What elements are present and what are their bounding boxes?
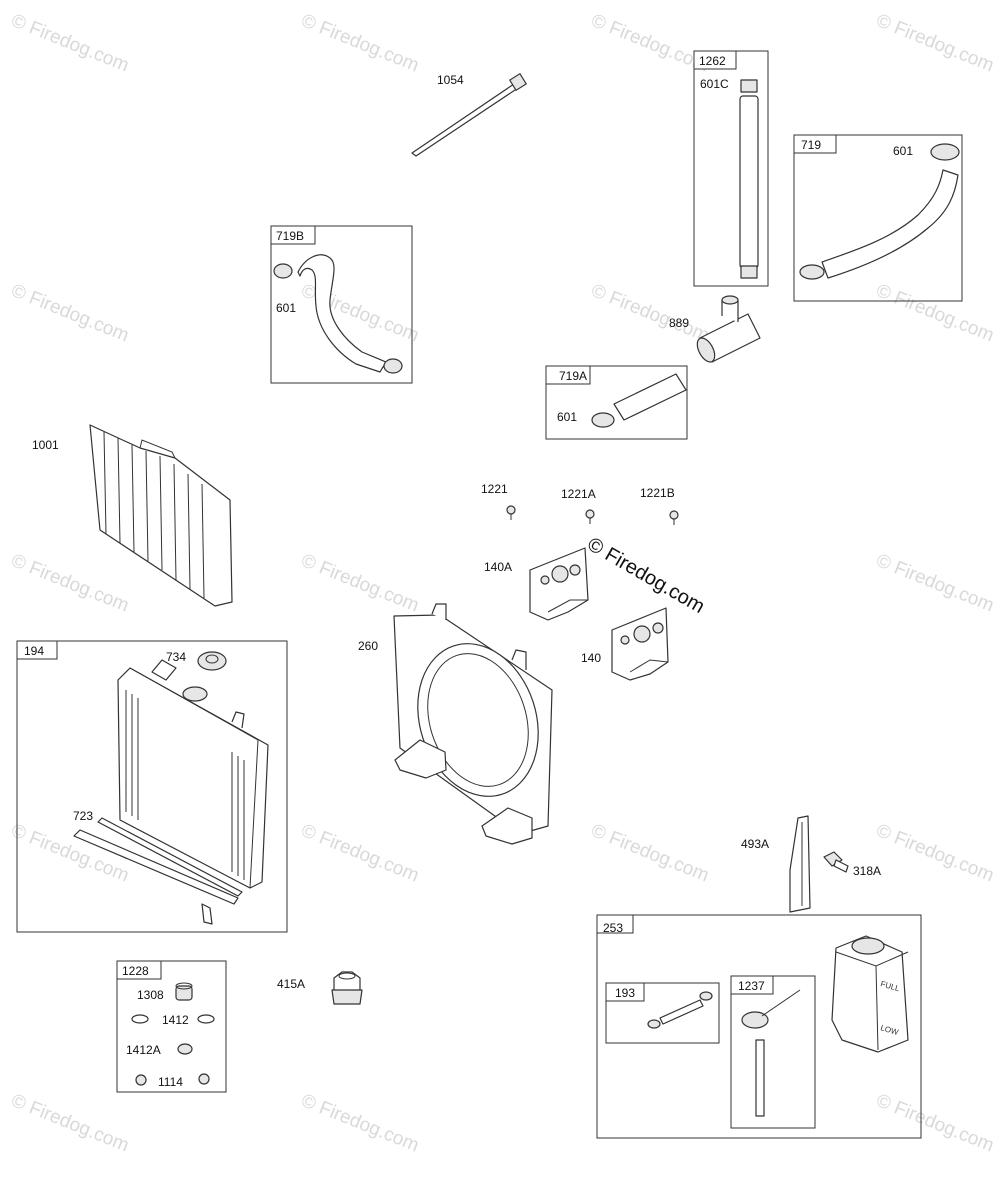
kit-box-1228: 1228 1308 1412 1412A 1114 [116, 960, 227, 1093]
part-889-tee-fitting: 889 [669, 295, 761, 363]
part-label: 1221 [481, 482, 508, 496]
part-label: 140 [581, 651, 601, 665]
part-label: 1221B [640, 486, 675, 500]
part-label: 1054 [437, 73, 464, 87]
part-label: 318A [853, 864, 881, 878]
kit-label: 193 [615, 986, 635, 1000]
watermark: © Firedog.com [873, 820, 997, 886]
watermark: © Firedog.com [873, 280, 997, 346]
part-415A-fitting: 415A [277, 971, 363, 1005]
part-label: 889 [669, 316, 689, 330]
kit-label: 194 [24, 644, 44, 658]
watermark: © Firedog.com [8, 1090, 132, 1156]
watermark: © Firedog.com [588, 280, 712, 346]
part-label: 734 [166, 650, 186, 664]
kit-label: 719B [276, 229, 304, 243]
part-label: 493A [741, 837, 769, 851]
watermark: © Firedog.com [873, 10, 997, 76]
part-label: 601 [276, 301, 296, 315]
watermark: © Firedog.com [298, 550, 422, 616]
part-label: 1114 [158, 1075, 183, 1089]
watermark: © Firedog.com [298, 1090, 422, 1156]
watermark: © Firedog.com [873, 550, 997, 616]
part-140-bracket: 140 [581, 607, 669, 681]
part-label: 1001 [32, 438, 59, 452]
kit-box-194: 194 734 723 [16, 640, 288, 933]
kit-label: 719A [559, 369, 587, 383]
part-140A-bracket: 140A [484, 547, 589, 621]
kit-label: 1237 [738, 979, 765, 993]
kit-label: 1228 [122, 964, 149, 978]
watermark: © Firedog.com [298, 10, 422, 76]
watermark: © Firedog.com [8, 10, 132, 76]
watermark: © Firedog.com [8, 550, 132, 616]
watermark: © Firedog.com [588, 10, 712, 76]
part-label: 1412 [162, 1013, 189, 1027]
part-label: 601 [893, 144, 913, 158]
part-1001-grille: 1001 [32, 424, 233, 607]
watermark: © Firedog.com [588, 820, 712, 886]
kit-box-719: 719 601 [793, 134, 963, 302]
kit-box-719B: 719B 601 [270, 225, 413, 384]
part-label: 140A [484, 560, 512, 574]
part-493A-bracket: 493A [741, 815, 811, 913]
part-label: 1412A [126, 1043, 161, 1057]
kit-box-719A: 719A 601 [545, 365, 688, 440]
part-label: 601C [700, 77, 729, 91]
kit-box-1237: 1237 [730, 975, 816, 1129]
part-label: 415A [277, 977, 305, 991]
kit-box-253: 253 193 1237 FULL LOW [596, 914, 922, 1139]
part-coolant-reservoir: FULL LOW [831, 935, 909, 1053]
part-label: 1308 [137, 988, 164, 1002]
watermark: © Firedog.com [298, 820, 422, 886]
kit-label: 1262 [699, 54, 726, 68]
part-318A-bolt: 318A [823, 851, 881, 878]
part-1221-screws: 1221 1221A 1221B [481, 482, 679, 525]
center-watermark: © Firedog.com [584, 533, 709, 618]
part-label: 260 [358, 639, 378, 653]
part-260-fan-shroud: 260 [358, 603, 553, 845]
part-label: 601 [557, 410, 577, 424]
kit-box-1262: 1262 601C [693, 50, 769, 287]
watermark: © Firedog.com [873, 1090, 997, 1156]
part-label: 723 [73, 809, 93, 823]
kit-box-193: 193 [605, 982, 720, 1044]
part-1054-cable-tie: 1054 [411, 73, 527, 157]
kit-label: 253 [603, 921, 623, 935]
kit-label: 719 [801, 138, 821, 152]
part-label: 1221A [561, 487, 596, 501]
watermark: © Firedog.com [8, 280, 132, 346]
